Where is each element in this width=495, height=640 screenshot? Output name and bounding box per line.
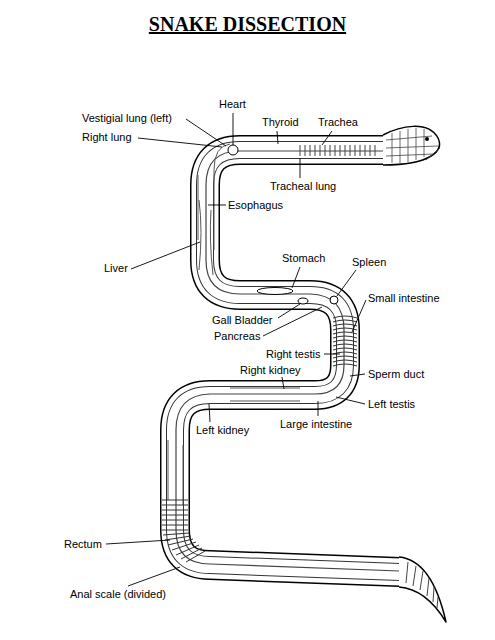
head-eye bbox=[425, 137, 429, 141]
leader-line bbox=[282, 377, 284, 389]
part-label: Rectum bbox=[64, 538, 102, 551]
leader-line bbox=[336, 397, 365, 404]
leader-line bbox=[233, 113, 234, 145]
leader-line bbox=[128, 567, 180, 586]
part-label: Vestigial lung (left) bbox=[82, 112, 172, 125]
gall-bladder-organ bbox=[298, 298, 308, 304]
liver-lobe bbox=[199, 200, 213, 275]
part-label: Left kidney bbox=[196, 424, 249, 437]
head-outline bbox=[383, 126, 439, 165]
right-lung bbox=[198, 144, 230, 250]
part-label: Spleen bbox=[352, 256, 386, 269]
leader-line bbox=[208, 205, 226, 206]
leader-line bbox=[300, 158, 301, 178]
part-label: Tracheal lung bbox=[270, 180, 336, 193]
part-label: Liver bbox=[104, 262, 128, 275]
leader-line bbox=[324, 354, 340, 355]
leader-line bbox=[131, 242, 200, 269]
trachea-rings bbox=[300, 145, 375, 156]
snake-body bbox=[162, 126, 446, 622]
part-label: Thyroid bbox=[262, 116, 299, 129]
leader-line bbox=[186, 119, 226, 146]
leader-line bbox=[318, 401, 319, 416]
leader-line bbox=[138, 138, 222, 147]
head-fill bbox=[383, 126, 439, 165]
part-label: Heart bbox=[219, 98, 246, 111]
body-fill bbox=[175, 150, 400, 572]
head-scales bbox=[386, 128, 440, 163]
part-label: Small intestine bbox=[368, 292, 440, 305]
tail-scales bbox=[406, 562, 438, 608]
part-label: Right kidney bbox=[240, 364, 301, 377]
gut-line bbox=[176, 151, 400, 571]
leader-line bbox=[278, 304, 300, 318]
small-intestine-coils bbox=[333, 316, 357, 366]
leader-lines bbox=[106, 113, 366, 586]
stomach-organ bbox=[257, 288, 293, 295]
part-label: Esophagus bbox=[228, 199, 283, 212]
kidneys bbox=[168, 388, 300, 505]
leader-line bbox=[277, 131, 278, 144]
part-label: Pancreas bbox=[214, 330, 260, 343]
part-label: Sperm duct bbox=[368, 368, 424, 381]
organs bbox=[228, 145, 338, 304]
heart-organ bbox=[228, 145, 238, 155]
part-label: Right lung bbox=[82, 131, 132, 144]
part-label: Large intestine bbox=[280, 418, 352, 431]
part-label: Left testis bbox=[368, 398, 415, 411]
spleen-organ bbox=[330, 296, 338, 304]
leader-line bbox=[106, 540, 170, 544]
body-cavity-outline bbox=[175, 150, 400, 572]
leader-line bbox=[352, 300, 366, 332]
page-title: SNAKE DISSECTION bbox=[0, 12, 495, 36]
tail-outline bbox=[399, 557, 446, 622]
part-label: Stomach bbox=[282, 252, 325, 265]
tail-fill bbox=[399, 557, 446, 622]
leader-line bbox=[209, 404, 210, 422]
leader-line bbox=[350, 374, 365, 376]
leader-line bbox=[322, 131, 332, 145]
leader-line bbox=[337, 270, 356, 296]
body-cavity bbox=[175, 150, 400, 572]
part-label: Anal scale (divided) bbox=[70, 588, 166, 601]
leader-line bbox=[292, 267, 300, 288]
part-label: Gall Bladder bbox=[212, 314, 273, 327]
body-outline bbox=[175, 150, 400, 572]
anal-scales bbox=[162, 500, 205, 562]
part-label: Trachea bbox=[318, 116, 358, 129]
part-label: Right testis bbox=[266, 348, 320, 361]
